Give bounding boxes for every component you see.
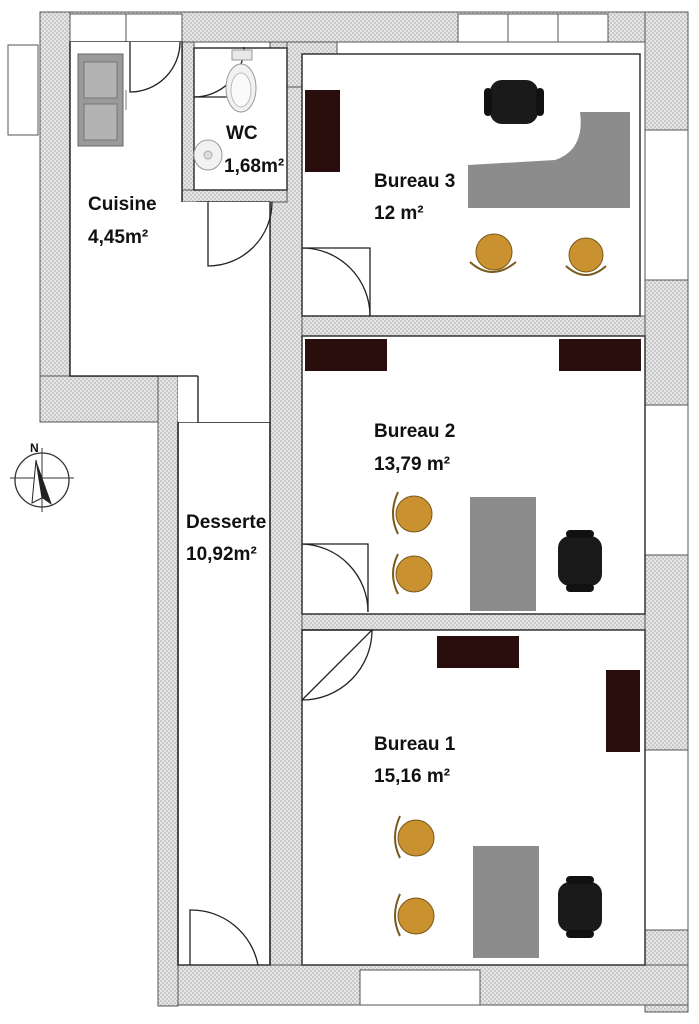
label-bureau3-name: Bureau 3	[374, 171, 455, 192]
label-bureau2-area: 13,79 m²	[374, 454, 450, 475]
label-bureau3-area: 12 m²	[374, 203, 424, 224]
chair-bureau3-1	[469, 233, 517, 273]
office-chair-bureau2	[558, 530, 602, 592]
label-bureau1-area: 15,16 m²	[374, 766, 450, 787]
kitchen-stove	[77, 53, 127, 147]
label-wc-area: 1,68m²	[224, 156, 284, 177]
label-bureau1-name: Bureau 1	[374, 734, 456, 755]
desk-bureau1	[473, 846, 539, 958]
room-desserte	[177, 421, 271, 966]
cabinet-bureau2-left	[305, 339, 387, 371]
label-wc-name: WC	[226, 123, 258, 144]
compass-icon: N	[10, 441, 74, 512]
label-desserte-name: Desserte	[186, 512, 266, 533]
wc-toilet	[225, 49, 257, 113]
chair-bureau2-1	[392, 491, 433, 535]
label-bureau2-name: Bureau 2	[374, 421, 455, 442]
wc-sink	[193, 139, 223, 171]
label-cuisine-name: Cuisine	[88, 194, 157, 215]
desk-bureau2	[470, 497, 536, 611]
label-desserte-area: 10,92m²	[186, 544, 257, 565]
chair-bureau2-2	[392, 553, 433, 595]
compass-north-label: N	[30, 441, 39, 455]
desk-bureau3	[468, 112, 630, 208]
cabinet-bureau3	[305, 90, 340, 172]
cabinet-bureau1-top	[437, 636, 519, 668]
office-chair-bureau1	[558, 876, 602, 938]
office-chair-bureau3	[484, 80, 544, 124]
windows	[7, 13, 689, 1006]
cabinet-bureau2-right	[559, 339, 641, 371]
chair-bureau1-2	[394, 893, 435, 937]
label-cuisine-area: 4,45m²	[88, 227, 148, 248]
cabinet-bureau1-right	[606, 670, 640, 752]
chair-bureau3-2	[565, 237, 607, 276]
chair-bureau1-1	[394, 815, 435, 859]
